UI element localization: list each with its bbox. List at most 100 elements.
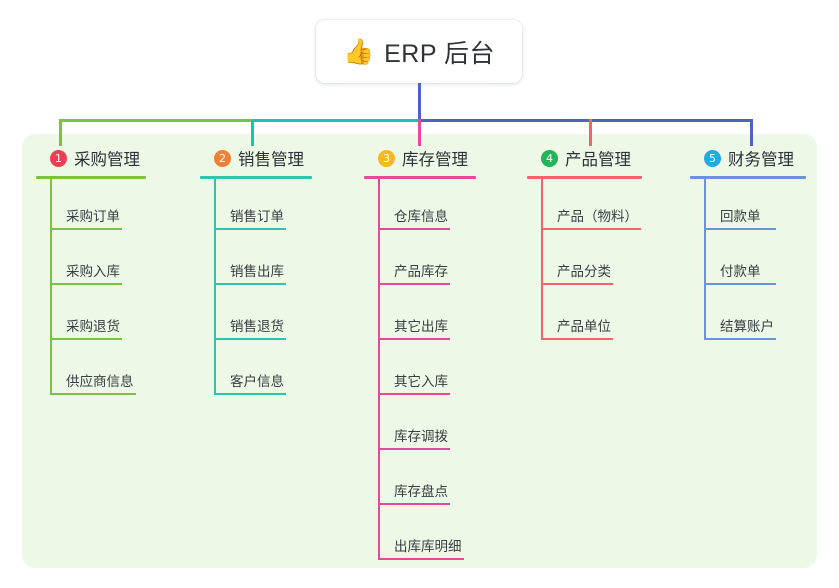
drop-col-5-line: [750, 119, 753, 146]
column-header-rule-4: [527, 176, 642, 179]
list-item-rule: [214, 283, 286, 285]
column-header-5[interactable]: 5 财务管理: [690, 146, 835, 170]
column-spine-3: [378, 179, 380, 560]
column-spine-2: [214, 179, 216, 395]
list-item-label: 销售退货: [230, 319, 284, 334]
list-item[interactable]: 回款单: [690, 179, 835, 234]
list-item[interactable]: 产品（物料）: [527, 179, 677, 234]
list-item-rule: [378, 338, 450, 340]
list-item-label: 库存调拨: [394, 429, 448, 444]
column-header-rule-3: [364, 176, 476, 179]
list-item-label: 采购入库: [66, 264, 120, 279]
column-title-4: 产品管理: [565, 151, 631, 169]
list-item-label: 采购订单: [66, 209, 120, 224]
drop-col-3-line: [418, 119, 421, 146]
list-item[interactable]: 采购退货: [36, 289, 186, 344]
column-spine-4: [541, 179, 543, 340]
list-item-rule: [541, 228, 641, 230]
root-node-title: ERP 后台: [384, 39, 496, 68]
list-item-rule: [378, 448, 450, 450]
column-badge-5: 5: [704, 149, 721, 167]
list-item-label: 其它出库: [394, 319, 448, 334]
list-item-rule: [378, 393, 450, 395]
list-item[interactable]: 采购入库: [36, 234, 186, 289]
drop-col-4-line: [589, 119, 592, 146]
list-item[interactable]: 产品单位: [527, 289, 677, 344]
column-items-4: 产品（物料） 产品分类产品单位: [527, 179, 677, 344]
list-item-label: 产品分类: [557, 264, 611, 279]
list-item-label: 供应商信息: [66, 374, 134, 389]
column-title-5: 财务管理: [728, 151, 794, 169]
column-badge-4: 4: [541, 149, 558, 167]
list-item-rule: [704, 228, 776, 230]
list-item[interactable]: 产品库存: [364, 234, 514, 289]
list-item[interactable]: 其它出库: [364, 289, 514, 344]
list-item[interactable]: 其它入库: [364, 344, 514, 399]
column-spine-1: [50, 179, 52, 395]
list-item-rule: [50, 228, 122, 230]
list-item[interactable]: 出库库明细: [364, 509, 514, 564]
list-item-rule: [378, 503, 450, 505]
list-item-rule: [50, 338, 122, 340]
list-item-rule: [378, 228, 450, 230]
column-items-3: 仓库信息产品库存其它出库其它入库库存调拨库存盘点出库库明细: [364, 179, 514, 564]
list-item-rule: [378, 558, 464, 560]
column-header-4[interactable]: 4 产品管理: [527, 146, 677, 170]
list-item-label: 销售出库: [230, 264, 284, 279]
column-5: 5 财务管理回款单付款单结算账户: [690, 146, 835, 344]
column-items-5: 回款单付款单结算账户: [690, 179, 835, 344]
column-header-3[interactable]: 3 库存管理: [364, 146, 514, 170]
column-title-2: 销售管理: [238, 151, 304, 169]
list-item-label: 客户信息: [230, 374, 284, 389]
segment-blue-line: [418, 119, 753, 122]
list-item-label: 其它入库: [394, 374, 448, 389]
list-item[interactable]: 结算账户: [690, 289, 835, 344]
root-node-card[interactable]: 👍 ERP 后台: [316, 20, 522, 83]
column-4: 4 产品管理产品（物料） 产品分类产品单位: [527, 146, 677, 344]
list-item[interactable]: 仓库信息: [364, 179, 514, 234]
list-item-rule: [214, 393, 286, 395]
list-item-rule: [704, 283, 776, 285]
list-item[interactable]: 付款单: [690, 234, 835, 289]
column-header-rule-1: [36, 176, 146, 179]
column-items-2: 销售订单销售出库销售退货客户信息: [200, 179, 350, 399]
list-item-rule: [214, 228, 286, 230]
list-item-label: 仓库信息: [394, 209, 448, 224]
column-title-1: 采购管理: [74, 151, 140, 169]
list-item-label: 结算账户: [720, 319, 774, 334]
list-item[interactable]: 客户信息: [200, 344, 350, 399]
column-header-rule-5: [690, 176, 806, 179]
list-item[interactable]: 产品分类: [527, 234, 677, 289]
list-item[interactable]: 供应商信息: [36, 344, 186, 399]
diagram-panel: [22, 134, 817, 568]
column-spine-5: [704, 179, 706, 340]
list-item-label: 产品库存: [394, 264, 448, 279]
list-item[interactable]: 销售订单: [200, 179, 350, 234]
list-item-rule: [704, 338, 776, 340]
trunk-vertical-line: [418, 83, 421, 122]
list-item[interactable]: 库存调拨: [364, 399, 514, 454]
list-item-label: 销售订单: [230, 209, 284, 224]
list-item-label: 库存盘点: [394, 484, 448, 499]
column-badge-3: 3: [378, 149, 395, 167]
list-item[interactable]: 库存盘点: [364, 454, 514, 509]
list-item-label: 付款单: [720, 264, 761, 279]
list-item-label: 产品（物料）: [557, 209, 638, 224]
column-3: 3 库存管理仓库信息产品库存其它出库其它入库库存调拨库存盘点出库库明细: [364, 146, 514, 564]
list-item[interactable]: 采购订单: [36, 179, 186, 234]
column-header-rule-2: [200, 176, 312, 179]
list-item-rule: [50, 283, 122, 285]
list-item-label: 采购退货: [66, 319, 120, 334]
list-item-rule: [541, 338, 613, 340]
thumbs-up-icon: 👍: [342, 38, 375, 66]
list-item[interactable]: 销售退货: [200, 289, 350, 344]
list-item-rule: [214, 338, 286, 340]
list-item[interactable]: 销售出库: [200, 234, 350, 289]
column-title-3: 库存管理: [402, 151, 468, 169]
list-item-label: 回款单: [720, 209, 761, 224]
drop-col-1-line: [59, 119, 62, 146]
